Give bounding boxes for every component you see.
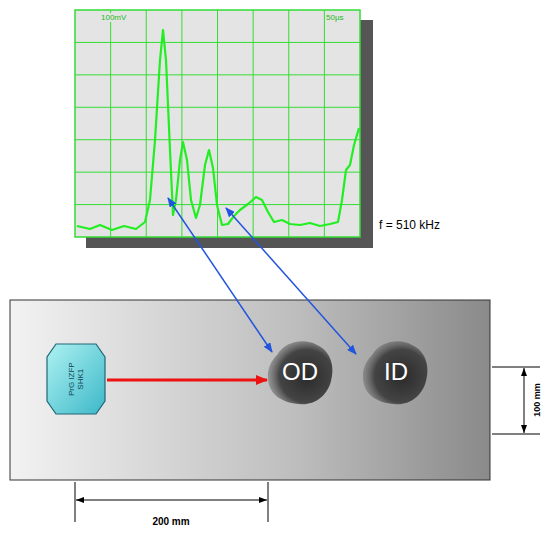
scope-grid [75, 10, 360, 237]
scope-screen [75, 10, 360, 237]
probe-symbol: PrG IZFP SHK1 [46, 343, 106, 415]
leader-arrow [226, 208, 356, 354]
dimension-line [75, 482, 76, 522]
probe-beam-arrow [107, 379, 267, 382]
defect-od: OD [265, 337, 335, 407]
dimension-line [524, 368, 525, 433]
defect-label: OD [282, 358, 318, 386]
probe-label: PrG IZFP SHK1 [67, 353, 85, 405]
dimension-label: 100 mm [532, 382, 542, 418]
defect-id: ID [360, 337, 432, 407]
leader-arrow [168, 198, 272, 352]
test-block [10, 300, 490, 480]
time-scale: 50µs [325, 13, 345, 22]
dimension-line [76, 500, 267, 501]
dimension-line [492, 434, 540, 435]
dimension-line [268, 482, 269, 522]
volt-scale: 100mV [100, 13, 127, 22]
frequency-label: f = 510 kHz [378, 218, 441, 232]
dimension-label: 200 mm [151, 516, 190, 527]
dimension-line [492, 367, 540, 368]
defect-label: ID [384, 358, 408, 386]
signal-trace [77, 30, 359, 230]
